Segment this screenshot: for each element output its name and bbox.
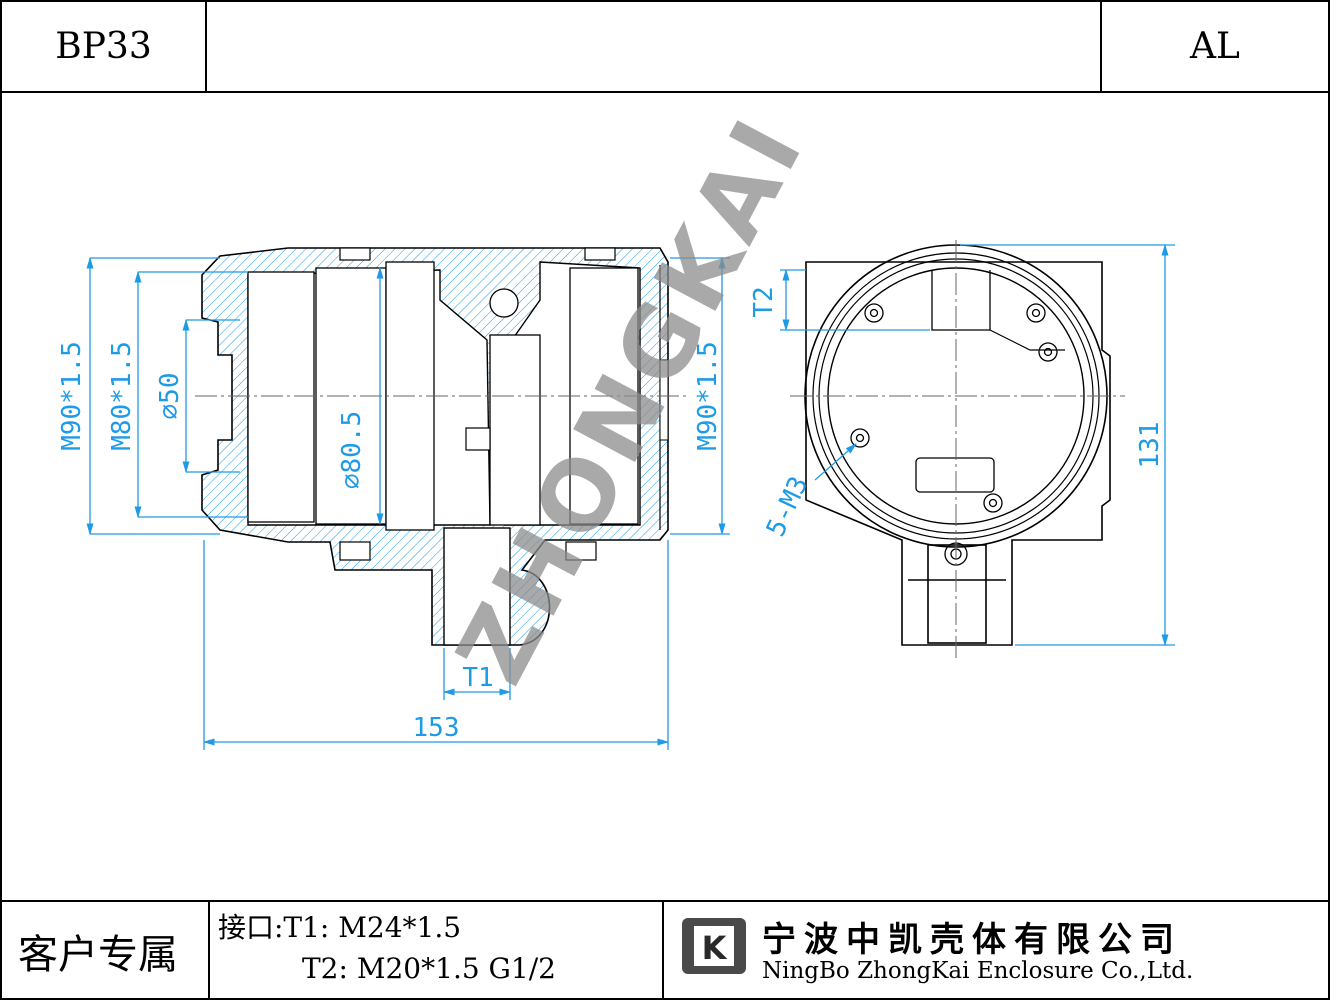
footer-sep-2 <box>662 900 664 1000</box>
right-boss <box>989 329 1065 351</box>
ports-line-1: 接口:T1: M24*1.5 <box>218 911 462 944</box>
cover-insert-left-outer <box>247 271 315 523</box>
dim-t2: T2 <box>749 286 779 317</box>
customer-label: 客户专属 <box>18 932 178 978</box>
outlet-channel <box>927 544 987 644</box>
thread-notch <box>659 359 669 441</box>
front-housing-outline <box>805 261 1111 646</box>
footer-divider <box>0 900 1330 902</box>
model-code: BP33 <box>55 26 152 67</box>
seal-top-right <box>584 247 616 261</box>
front-view <box>790 240 1125 660</box>
company-name-en: NingBo ZhongKai Enclosure Co.,Ltd. <box>762 958 1194 984</box>
screw-hole-inner <box>1043 347 1053 357</box>
material-code: AL <box>1190 26 1240 67</box>
partition-wall <box>489 334 541 526</box>
ports-line-2: T2: M20*1.5 G1/2 <box>302 952 556 985</box>
logo-letter: K <box>702 929 728 967</box>
side-dimensions <box>86 256 730 750</box>
header-divider <box>0 91 1330 93</box>
top-boss <box>931 270 991 331</box>
dim-m80: M80*1.5 <box>107 341 137 451</box>
through-hole <box>489 288 519 318</box>
dim-m90-left: M90*1.5 <box>57 341 87 451</box>
screw-hole-inner <box>1031 308 1041 318</box>
seal-bottom-left <box>339 541 371 561</box>
company-logo: K <box>682 918 746 974</box>
screw-hole-inner <box>988 498 998 508</box>
label-plate <box>915 457 995 493</box>
dim-d50: ⌀50 <box>155 373 185 420</box>
dim-t1: T1 <box>462 663 493 693</box>
side-dimension-labels: M90*1.5 M80*1.5 ⌀50 ⌀80.5 M90*1.5 T1 153 <box>57 341 723 743</box>
footer-sep-1 <box>208 900 210 1000</box>
screw-hole <box>864 303 884 323</box>
screw-holes <box>850 303 1058 566</box>
screw-hole-inner <box>855 433 865 443</box>
screw-hole <box>1038 342 1058 362</box>
dim-d80: ⌀80.5 <box>337 411 367 489</box>
company-name-cn: 宁波中凯壳体有限公司 <box>762 920 1182 960</box>
terminal-block <box>465 427 491 451</box>
dim-m90-right: M90*1.5 <box>693 341 723 451</box>
front-dimensions <box>780 243 1175 647</box>
dim-height: 131 <box>1135 422 1165 469</box>
seal-bottom-right <box>565 541 597 561</box>
seal-top-left <box>339 247 371 261</box>
screw-hole <box>983 493 1003 513</box>
screw-hole <box>1026 303 1046 323</box>
screw-hole-inner <box>869 308 879 318</box>
dim-width: 153 <box>413 713 460 743</box>
dim-screws: 5-M3 <box>761 472 815 541</box>
side-section-view <box>195 247 690 646</box>
screw-hole <box>850 428 870 448</box>
cable-entry-bore <box>443 527 511 646</box>
